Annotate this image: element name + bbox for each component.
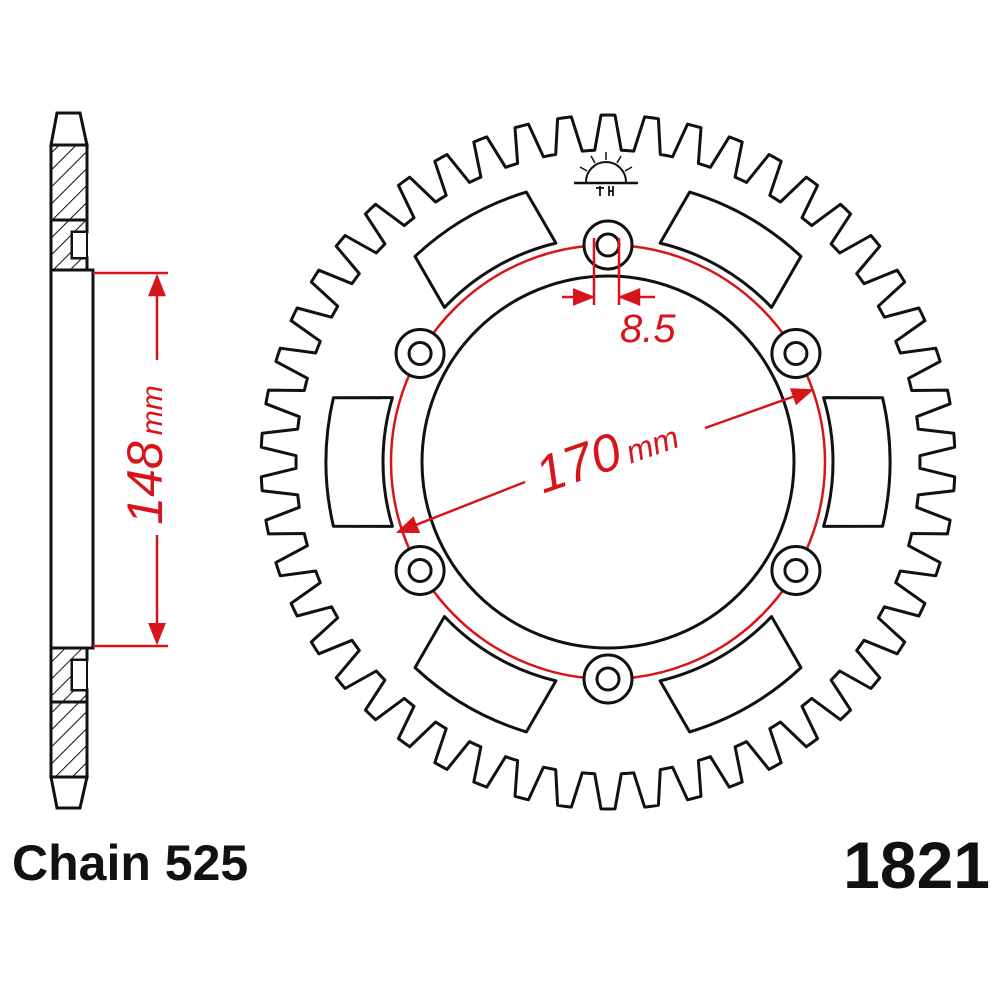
bolt-hole-dimension: 8.5	[562, 238, 676, 351]
manufacturer-logo	[574, 152, 638, 196]
lightening-slots	[324, 190, 892, 734]
lightening-slot	[324, 396, 394, 528]
bolt-holes	[394, 219, 822, 705]
bolt-hole	[582, 219, 634, 271]
part-number: 1821	[843, 828, 990, 902]
lightening-slot	[658, 190, 803, 309]
lightening-slot	[413, 615, 558, 734]
bolt-hole	[394, 328, 446, 379]
hub-width-dimension: 148mm	[93, 271, 173, 648]
bolt-hole	[394, 545, 446, 596]
bolt-hole-dimension-label: 8.5	[620, 307, 676, 351]
lightening-slot	[658, 615, 803, 734]
lightening-slot	[413, 190, 558, 309]
bolt-hole	[582, 653, 634, 705]
center-bore	[420, 274, 796, 650]
sprocket-side-profile	[49, 111, 95, 810]
bolt-hole	[770, 545, 822, 596]
chain-label: Chain 525	[12, 835, 248, 891]
sprocket-front-view	[259, 113, 957, 811]
hub-dimension-label: 148mm	[117, 385, 173, 524]
lightening-slot	[822, 396, 892, 528]
bolt-hole	[770, 328, 822, 379]
